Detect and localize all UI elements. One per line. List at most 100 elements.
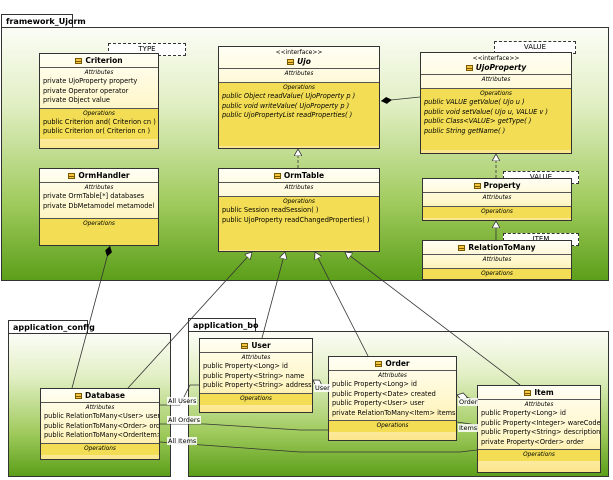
package-tab-config: application_config <box>8 320 95 334</box>
operations-header: Operations <box>83 110 115 117</box>
operation: public Class<VALUE> getType( ) <box>424 117 532 125</box>
operations-header: Operations <box>376 423 409 429</box>
class-name: Item <box>534 388 554 397</box>
class-name: User <box>251 341 271 350</box>
label-all-users: All Users <box>167 397 198 405</box>
label-items: Items <box>458 424 479 432</box>
attributes-header: Attributes <box>85 405 115 411</box>
operations-header: Operations <box>481 209 513 215</box>
assoc-database-item <box>159 441 478 453</box>
operations-header: Operations <box>84 445 116 452</box>
class-icon <box>375 361 383 367</box>
extend-user-ormtable <box>261 252 285 339</box>
attribute: public Property<Long> id <box>481 409 566 417</box>
attribute: public RelationToMany<User> users <box>44 412 160 420</box>
class-name: OrmTable <box>283 171 325 180</box>
stereotype: <<interface>> <box>472 55 520 62</box>
operation: public Session readSession( ) <box>222 206 319 214</box>
class-name: Order <box>385 359 410 368</box>
interface-icon <box>287 59 295 65</box>
interface-icon <box>465 65 473 71</box>
attributes-header: Attributes <box>482 195 512 201</box>
attribute: private Operator operator <box>43 86 129 95</box>
attributes-header: Attributes <box>241 355 271 361</box>
operations-header: Operations <box>240 395 272 402</box>
class-icon <box>473 183 481 189</box>
class-ormtable[interactable]: OrmTable Attributes Operations public Se… <box>218 168 380 252</box>
class-relationtomany[interactable]: RelationToMany Attributes Operations <box>422 240 572 280</box>
attribute: private OrmTable[*] databases <box>43 192 145 200</box>
attribute: private RelationToMany<Item> items <box>332 408 456 417</box>
attributes-header: Attributes <box>524 402 554 408</box>
class-item[interactable]: Item Attributes public Property<Long> id… <box>477 385 601 473</box>
class-name: Ujo <box>297 57 311 66</box>
operation: public String getName( ) <box>424 126 506 135</box>
class-criterion[interactable]: Criterion Attributes private UjoProperty… <box>39 53 159 149</box>
assoc-ujoproperty-ujo <box>380 96 421 104</box>
class-database[interactable]: Database Attributes public RelationToMan… <box>40 388 160 460</box>
class-name: Criterion <box>85 56 123 65</box>
operations-header: Operations <box>480 91 512 97</box>
package-tab-bo: application_bo <box>188 318 258 332</box>
label-all-items: All Items <box>167 437 198 445</box>
attribute: private UjoProperty property <box>43 77 138 85</box>
class-name: UjoProperty <box>475 63 527 72</box>
class-name: Database <box>85 391 125 400</box>
class-ujo[interactable]: <<interface>> Ujo Attributes Operations … <box>218 46 380 149</box>
attribute: public Property<Long> id <box>332 380 417 388</box>
operation: public VALUE getValue( Ujo u ) <box>424 98 525 106</box>
operation: public UjoPropertyList readProperties( ) <box>222 111 353 119</box>
attributes-header: Attributes <box>84 185 114 191</box>
attribute: public Property<User> user <box>332 399 425 407</box>
operations-header: Operations <box>283 199 315 205</box>
extend-item-ormtable <box>345 252 521 386</box>
operations-header: Operations <box>481 271 513 277</box>
label-all-orders: All Orders <box>167 416 201 424</box>
attribute: public Property<Date> created <box>332 389 436 398</box>
assoc-database-ormhandler <box>71 245 112 389</box>
operation: public Object readValue( UjoProperty p ) <box>222 92 356 100</box>
class-order[interactable]: Order Attributes public Property<Long> i… <box>328 356 457 441</box>
attributes-header: Attributes <box>482 257 512 263</box>
class-ormhandler[interactable]: OrmHandler Attributes private OrmTable[*… <box>39 168 159 246</box>
attribute: private Property<Order> order <box>481 437 584 446</box>
extend-database-ormtable <box>127 252 252 389</box>
attributes-header: Attributes <box>284 71 314 77</box>
class-ujoproperty[interactable]: <<interface>> UjoProperty Attributes Ope… <box>420 52 572 154</box>
class-icon <box>68 173 76 179</box>
attributes-header: Attributes <box>84 70 114 76</box>
class-icon <box>75 393 83 399</box>
operation: public Criterion and( Criterion cn ) <box>43 117 156 126</box>
operation: public Criterion or( Criterion cn ) <box>43 127 151 135</box>
attribute: private Object value <box>43 96 110 104</box>
attributes-header: Attributes <box>284 185 314 191</box>
operations-header: Operations <box>83 221 115 227</box>
class-icon <box>241 343 249 349</box>
class-icon <box>524 390 532 396</box>
operations-header: Operations <box>283 85 315 91</box>
stereotype: <<interface>> <box>275 49 323 56</box>
label-user: User <box>314 384 331 392</box>
assoc-database-user <box>160 384 199 406</box>
class-name: OrmHandler <box>78 171 130 180</box>
operation: public UjoProperty readChangedProperties… <box>222 215 370 224</box>
class-icon <box>273 173 281 179</box>
package-tab-framework: framework_Ujorm <box>1 14 86 28</box>
attribute: public Property<String> description <box>481 428 601 436</box>
attributes-header: Attributes <box>481 77 511 83</box>
assoc-database-order <box>160 423 328 431</box>
attribute: public Property<Integer> wareCode <box>481 418 601 427</box>
attribute: public RelationToMany<OrderItem> items <box>44 431 160 439</box>
label-order: Order <box>458 398 479 406</box>
class-name: RelationToMany <box>468 243 536 252</box>
class-icon <box>75 58 83 64</box>
operation: public void setValue( Ujo u, VALUE v ) <box>424 107 548 116</box>
extend-order-ormtable <box>315 252 369 357</box>
attribute: public Property<Long> id <box>203 362 288 370</box>
class-name: Property <box>483 181 521 190</box>
class-user[interactable]: User Attributes public Property<Long> id… <box>199 338 313 413</box>
class-property[interactable]: Property Attributes Operations <box>422 178 572 221</box>
attribute: public Property<String> name <box>203 371 305 380</box>
class-icon <box>458 245 466 251</box>
